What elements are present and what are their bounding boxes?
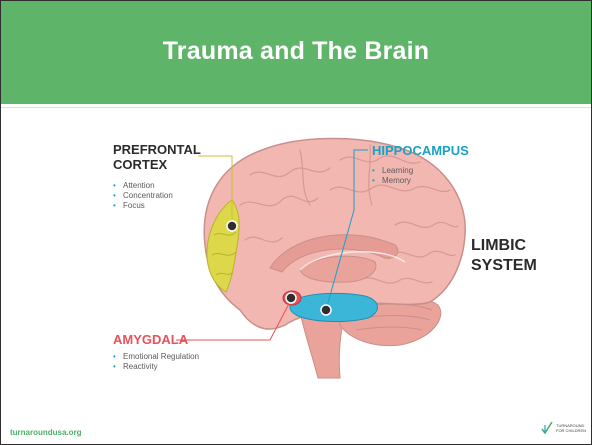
limbic-label-line1: LIMBIC bbox=[471, 236, 537, 256]
limbic-label-line2: SYSTEM bbox=[471, 256, 537, 276]
list-item: Emotional Regulation bbox=[113, 352, 199, 362]
list-item: Reactivity bbox=[113, 362, 199, 372]
prefrontal-function-list: Attention Concentration Focus bbox=[113, 181, 173, 211]
prefrontal-heading-line2: CORTEX bbox=[113, 157, 201, 172]
amygdala-function-list: Emotional Regulation Reactivity bbox=[113, 352, 199, 372]
turnaround-logo: TURNAROUND FOR CHILDREN bbox=[541, 421, 590, 435]
prefrontal-marker bbox=[227, 221, 237, 231]
list-item: Attention bbox=[113, 181, 173, 191]
hippocampus-marker bbox=[321, 305, 331, 315]
amygdala-marker bbox=[286, 293, 296, 303]
list-item: Memory bbox=[372, 176, 413, 186]
logo-line2: FOR CHILDREN bbox=[556, 428, 590, 433]
hippocampus-region bbox=[290, 293, 378, 321]
logo-wordmark: TURNAROUND FOR CHILDREN bbox=[556, 423, 590, 433]
footer-website-link[interactable]: turnaroundusa.org bbox=[10, 428, 82, 437]
checkmark-logo-icon bbox=[541, 421, 553, 435]
amygdala-heading: AMYGDALA bbox=[113, 332, 188, 347]
prefrontal-heading-line1: PREFRONTAL bbox=[113, 142, 201, 157]
hippocampus-heading: HIPPOCAMPUS bbox=[372, 143, 469, 158]
list-item: Focus bbox=[113, 201, 173, 211]
prefrontal-cortex-heading: PREFRONTAL CORTEX bbox=[113, 142, 201, 172]
list-item: Concentration bbox=[113, 191, 173, 201]
limbic-system-label: LIMBIC SYSTEM bbox=[471, 236, 537, 276]
list-item: Learning bbox=[372, 166, 413, 176]
hippocampus-function-list: Learning Memory bbox=[372, 166, 413, 186]
